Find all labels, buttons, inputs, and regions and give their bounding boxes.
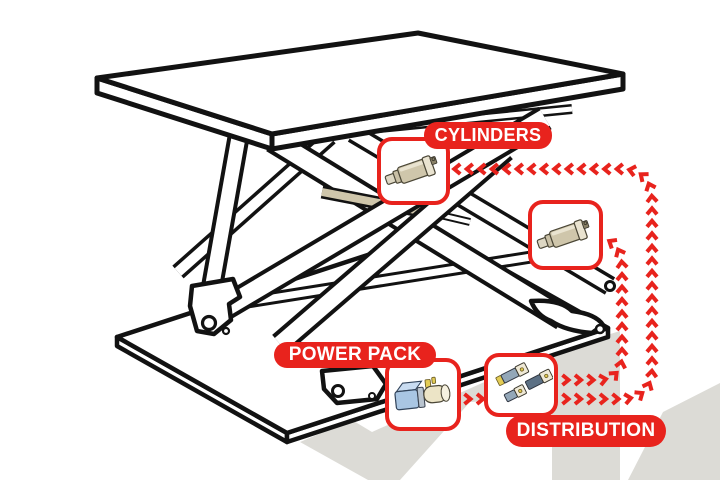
flow-chevron <box>645 217 659 229</box>
flow-chevron <box>586 373 597 387</box>
cylinders-label: CYLINDERS <box>424 122 552 149</box>
flow-chevron <box>526 162 537 176</box>
flow-chevron <box>615 308 629 319</box>
flow-chevron <box>645 267 659 279</box>
flow-chevron <box>513 162 525 176</box>
flow-chevron <box>576 162 587 176</box>
table-top <box>94 30 626 152</box>
power-pack-icon <box>394 376 451 410</box>
flow-chevron <box>601 162 612 176</box>
flow-chevron <box>645 230 659 241</box>
cylinder-icon <box>536 219 589 249</box>
flow-chevron <box>615 345 629 357</box>
flow-chevron <box>613 162 625 176</box>
flow-chevron <box>463 392 474 406</box>
flow-chevron <box>645 242 659 254</box>
flow-chevron <box>645 205 659 216</box>
flow-chevron <box>645 367 659 379</box>
flow-chevron <box>615 283 629 294</box>
flow-chevron <box>644 180 657 192</box>
flow-chevron <box>551 162 562 176</box>
flow-chevron <box>561 373 572 387</box>
flow-chevron <box>606 237 618 250</box>
flow-chevron <box>615 258 629 270</box>
flow-chevron <box>488 162 500 176</box>
distribution-box <box>484 353 558 417</box>
flow-chevron <box>615 320 629 332</box>
flow-chevron <box>463 162 475 176</box>
flow-chevron <box>634 390 645 402</box>
flow-chevron <box>475 392 487 406</box>
flow-chevron <box>645 317 659 329</box>
flow-chevron <box>645 280 659 291</box>
flow-chevron <box>645 192 659 204</box>
flow-chevron <box>614 358 627 370</box>
flow-chevron <box>608 370 619 381</box>
flow-chevron <box>598 373 609 387</box>
cylinders-label-text: CYLINDERS <box>434 125 542 145</box>
flow-chevron <box>501 162 512 176</box>
flow-chevron <box>563 162 575 176</box>
flow-chevron <box>615 295 629 307</box>
flow-chevron <box>598 392 610 406</box>
flow-chevron <box>588 162 600 176</box>
flow-chevron <box>615 270 629 282</box>
flow-chevron <box>476 162 487 176</box>
distribution-label: DISTRIBUTION <box>506 415 666 447</box>
flow-chevron <box>645 342 659 354</box>
flow-chevron <box>641 380 654 392</box>
flow-chevron <box>611 392 622 406</box>
corner-shadow <box>628 383 720 480</box>
flow-chevron <box>645 292 659 304</box>
power-pack-label-text: POWER PACK <box>288 344 422 365</box>
flow-chevron <box>626 164 638 178</box>
flow-chevron <box>538 162 550 176</box>
flow-chevron <box>615 333 629 344</box>
flow-chevron <box>638 172 649 183</box>
flow-chevron <box>573 392 585 406</box>
distribution-label-text: DISTRIBUTION <box>516 420 656 441</box>
flow-chevron <box>614 246 627 258</box>
flow-chevron <box>451 162 462 176</box>
flow-chevron <box>623 392 635 406</box>
cylinder-icon <box>384 155 437 185</box>
flow-chevron <box>645 255 659 266</box>
flow-chevron <box>645 330 659 341</box>
flow-chevron <box>586 392 597 406</box>
distribution-valves-icon <box>495 362 553 403</box>
power-pack-label: POWER PACK <box>274 342 436 368</box>
flow-chevron <box>561 392 572 406</box>
flow-chevron <box>645 355 659 366</box>
flow-chevron <box>573 373 585 387</box>
roller-feet <box>187 276 616 406</box>
lower-cylinder-box <box>528 200 603 270</box>
power-pack-box <box>385 358 461 431</box>
flow-chevron <box>645 305 659 316</box>
